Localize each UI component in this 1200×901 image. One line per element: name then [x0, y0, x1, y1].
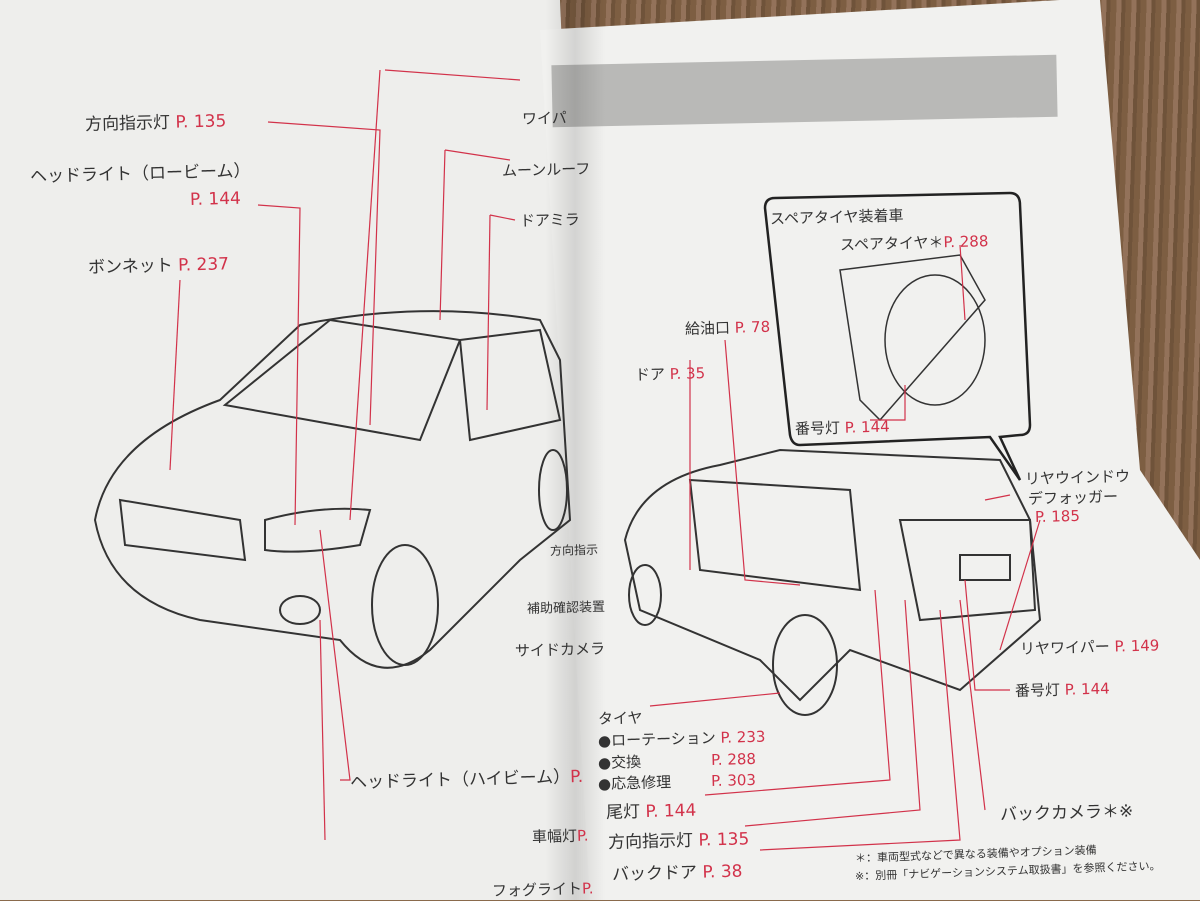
label-turn-signal-front: 方向指示灯 P. 135 [84, 111, 227, 135]
inset-title: スペアタイヤ装着車 [769, 206, 904, 228]
label-fog-light: フォグライトP. [491, 879, 594, 900]
callout-lines [169, 69, 1041, 851]
label-inset-license-light: 番号灯 P. 144 [794, 417, 890, 438]
label-turn-signal-side: 方向指示 [549, 542, 599, 558]
label-spare-tire: スペアタイヤ＊P. 288 [839, 232, 989, 254]
label-tail-light: 尾灯 P. 144 [605, 800, 697, 823]
front-car-drawing [93, 310, 572, 669]
label-aux-camera: 補助確認装置 [526, 599, 606, 617]
left-page [0, 0, 598, 900]
label-bonnet: ボンネット P. 237 [87, 254, 230, 278]
label-defogger-2: デフォッガー [1027, 487, 1119, 508]
label-back-camera: バックカメラ＊※ [999, 801, 1134, 825]
label-headlight-low-page: P. 144 [189, 188, 242, 210]
label-clearance-light: 車幅灯P. [531, 826, 589, 846]
label-rear-wiper: リヤワイパー P. 149 [1019, 636, 1160, 658]
label-tire: タイヤ [597, 708, 643, 728]
label-defogger-page: P. 185 [1034, 506, 1081, 526]
rear-car-drawing [623, 448, 1042, 716]
label-rear-turn-signal: 方向指示灯 P. 135 [607, 829, 750, 853]
label-license-light: 番号灯 P. 144 [1014, 679, 1110, 700]
spare-tire-drawing [839, 254, 986, 422]
label-fuel-door: 給油口 P. 78 [684, 317, 771, 338]
label-back-door: バックドア P. 38 [611, 861, 743, 885]
right-page [540, 0, 1200, 900]
inset-callout-box [763, 191, 1032, 481]
label-door: ドア P. 35 [634, 364, 706, 384]
label-moonroof: ムーンルーフ [501, 159, 591, 180]
label-tire-rotation: ●ローテーション P. 233 [597, 727, 766, 750]
label-wiper: ワイパ [521, 108, 567, 128]
label-side-camera: サイドカメラ [514, 639, 606, 660]
label-door-mirror: ドアミラ [519, 210, 580, 230]
